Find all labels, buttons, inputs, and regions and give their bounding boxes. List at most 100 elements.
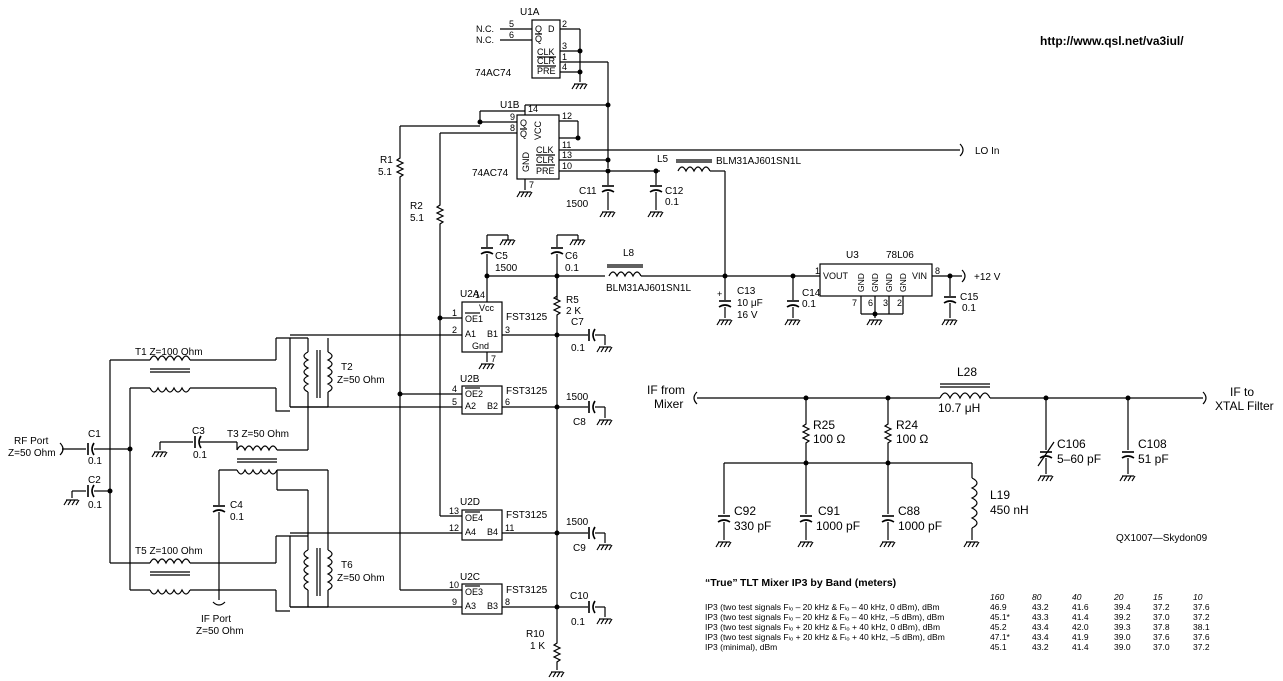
nc-label-1: N.C. (476, 24, 494, 34)
svg-text:1000 pF: 1000 pF (898, 519, 942, 533)
svg-text:4: 4 (562, 62, 567, 72)
table-row: IP3 (two test signals Fₗₒ + 20 kHz & Fₗₒ… (705, 632, 1210, 642)
svg-text:C8: C8 (573, 417, 586, 428)
table-cell: 46.9 (990, 602, 1007, 612)
u2a-switch: U2A FST3125 Vcc OE1 A1 B1 Gnd 1 2 3 7 14 (290, 289, 557, 370)
c91-capacitor: C91 1000 pF (797, 463, 860, 548)
svg-text:OE1: OE1 (465, 314, 483, 324)
svg-text:C14: C14 (802, 288, 821, 299)
svg-text:12: 12 (449, 523, 459, 533)
c8-capacitor: 1500 C8 (554, 392, 613, 428)
svg-text:RF Port: RF Port (14, 436, 49, 447)
svg-text:C92: C92 (734, 504, 756, 518)
svg-text:U2A: U2A (460, 289, 480, 300)
svg-text:GND: GND (856, 273, 866, 292)
svg-text:GND: GND (898, 273, 908, 292)
svg-text:0.1: 0.1 (665, 197, 679, 208)
u1a-part: 74AC74 (475, 68, 512, 79)
u2c-switch: U2C FST3125 OE3 A3 B3 10 9 8 (290, 572, 557, 615)
svg-text:T1 Z=100 Ohm: T1 Z=100 Ohm (135, 347, 203, 358)
svg-text:OE2: OE2 (465, 389, 483, 399)
u1b-ref: U1B (500, 100, 520, 111)
c108-capacitor: C108 51 pF (1119, 398, 1169, 482)
r25-resistor: R25 100 Ω (802, 398, 845, 463)
table-row-label: IP3 (two test signals Fₗₒ + 20 kHz & Fₗₒ… (705, 622, 940, 632)
svg-text:C15: C15 (960, 292, 979, 303)
svg-text:L19: L19 (990, 488, 1010, 502)
table-cell: 37.0 (1153, 612, 1170, 622)
svg-text:11: 11 (562, 140, 571, 150)
r10-resistor: R10 1 K (526, 629, 565, 678)
svg-text:Q: Q (535, 34, 542, 44)
svg-text:GND: GND (870, 273, 880, 292)
table-header-cell: 80 (1032, 592, 1042, 602)
table-title: TLT Mixer IP3 by Band (meters) (740, 577, 896, 589)
svg-text:3: 3 (883, 298, 888, 308)
svg-text:0.1: 0.1 (565, 263, 579, 274)
svg-text:A3: A3 (465, 601, 476, 611)
lo-in-port: LO In (959, 143, 999, 157)
table-cell: 37.0 (1153, 642, 1170, 652)
svg-text:C7: C7 (571, 317, 584, 328)
u1b-flipflop: U1B 74AC74 Q Q VCC GND CLK CLR PRE 14 12… (400, 100, 960, 198)
c4-capacitor: C4 0.1 (212, 470, 244, 606)
table-cell: 41.9 (1072, 632, 1089, 642)
table-cell: 43.4 (1032, 632, 1049, 642)
table-cell: 41.4 (1072, 642, 1089, 652)
table-cell: 39.0 (1114, 632, 1131, 642)
svg-text:C88: C88 (898, 504, 920, 518)
t3-transformer: T3 Z=50 Ohm (200, 429, 329, 520)
table-cell: 37.6 (1153, 632, 1170, 642)
svg-text:+12 V: +12 V (974, 272, 1001, 283)
table-cell: 45.1 (990, 642, 1007, 652)
svg-text:Z=50 Ohm: Z=50 Ohm (337, 573, 385, 584)
svg-text:6: 6 (868, 298, 873, 308)
svg-text:C9: C9 (573, 543, 586, 554)
svg-text:IF from: IF from (647, 383, 685, 397)
table-cell: 43.3 (1032, 612, 1049, 622)
svg-text:Z=50 Ohm: Z=50 Ohm (337, 375, 385, 386)
svg-text:0.1: 0.1 (571, 617, 585, 628)
table-cell: 37.2 (1153, 602, 1170, 612)
svg-text:+: + (717, 289, 722, 299)
svg-text:Gnd: Gnd (472, 341, 489, 351)
svg-text:12: 12 (562, 111, 572, 121)
c3-capacitor: C3 0.1 (151, 426, 207, 461)
table-cell: 41.4 (1072, 612, 1089, 622)
svg-text:5: 5 (509, 19, 514, 29)
svg-text:13: 13 (449, 506, 459, 516)
svg-text:0.1: 0.1 (193, 450, 207, 461)
svg-text:0.1: 0.1 (571, 343, 585, 354)
table-cell: 45.1* (990, 612, 1011, 622)
table-row: IP3 (two test signals Fₗₒ – 20 kHz & Fₗₒ… (705, 612, 1210, 622)
t5-transformer: T5 Z=100 Ohm (110, 546, 276, 595)
svg-text:10 μF: 10 μF (737, 298, 763, 309)
svg-text:CLK: CLK (536, 145, 554, 155)
svg-text:VCC: VCC (533, 120, 543, 140)
u1a-flipflop: U1A 74AC74 Q Q D CLK CLR PRE 5 6 N.C. N.… (475, 7, 609, 168)
svg-text:0.1: 0.1 (802, 299, 816, 310)
c6-capacitor: C6 0.1 (550, 234, 586, 300)
svg-text:0.1: 0.1 (962, 303, 976, 314)
svg-text:GND: GND (521, 152, 531, 173)
svg-text:1: 1 (452, 308, 457, 318)
svg-text:T2: T2 (341, 362, 353, 373)
svg-text:B3: B3 (487, 601, 498, 611)
svg-text:5.1: 5.1 (410, 213, 424, 224)
svg-text:C108: C108 (1138, 437, 1167, 451)
svg-text:R1: R1 (380, 155, 393, 166)
table-header-cell: 10 (1193, 592, 1203, 602)
svg-text:R2: R2 (410, 201, 423, 212)
svg-text:100 Ω: 100 Ω (896, 432, 928, 446)
svg-text:C6: C6 (565, 251, 578, 262)
svg-text:Vcc: Vcc (479, 303, 495, 313)
c5-capacitor: C5 1500 (480, 234, 518, 300)
svg-text:CLR: CLR (537, 56, 556, 66)
svg-text:Z=50 Ohm: Z=50 Ohm (196, 626, 244, 637)
u1a-ref: U1A (520, 7, 540, 18)
t1-transformer: T1 Z=100 Ohm (110, 347, 276, 393)
table-row-label: IP3 (two test signals Fₗₒ – 20 kHz & Fₗₒ… (705, 602, 940, 612)
c15-capacitor: C15 0.1 (941, 276, 979, 326)
l28-ref: L28 (957, 365, 977, 379)
